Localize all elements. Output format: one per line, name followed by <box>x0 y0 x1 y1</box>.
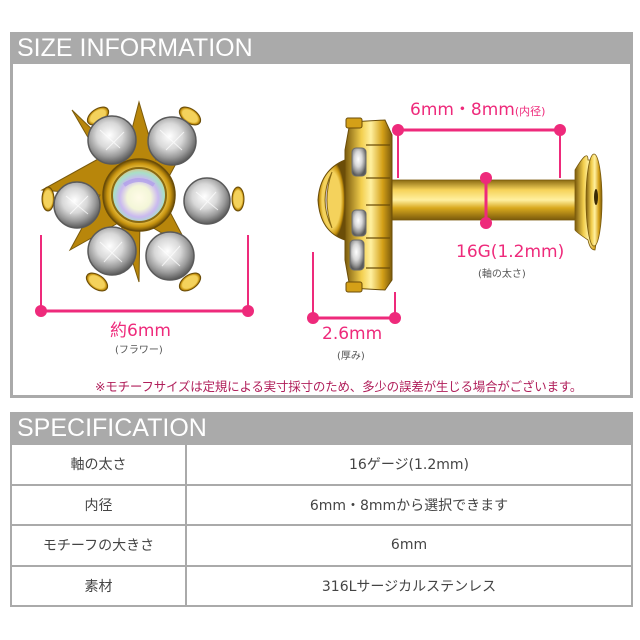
spec-label: 内径 <box>10 484 187 526</box>
spec-label: 素材 <box>10 565 187 607</box>
spec-label: 軸の太さ <box>10 444 187 486</box>
inner-length-dimension <box>392 124 566 178</box>
flower-width-dimension <box>35 235 254 317</box>
size-information-title: SIZE INFORMATION <box>17 34 253 62</box>
table-row: 素材 316Lサージカルステンレス <box>10 565 633 607</box>
gauge-label: 16G(1.2mm) <box>456 242 565 262</box>
thickness-sublabel: (厚み) <box>337 351 365 362</box>
inner-length-label: 6mm・8mm(内径) <box>410 95 545 120</box>
flower-front-view <box>40 100 245 292</box>
spec-value: 6mm・8mmから選択できます <box>185 484 633 526</box>
thickness-label: 2.6mm <box>322 324 383 344</box>
table-row: モチーフの大きさ 6mm <box>10 525 633 567</box>
table-row: 内径 6mm・8mmから選択できます <box>10 484 633 526</box>
inner-length-value: 6mm・8mm <box>410 100 515 120</box>
inner-length-suffix: (内径) <box>514 105 546 118</box>
measurement-note: ※モチーフサイズは定規による実寸採寸のため、多少の誤差が生じる場合がございます。 <box>95 379 583 394</box>
flower-width-sublabel: (フラワー) <box>115 345 163 356</box>
spec-label: モチーフの大きさ <box>10 525 187 567</box>
specification-table: 軸の太さ 16ゲージ(1.2mm) 内径 6mm・8mmから選択できます モチー… <box>10 444 633 607</box>
gauge-sublabel: (軸の太さ) <box>478 269 526 280</box>
spec-value: 6mm <box>185 525 633 567</box>
gauge-dimension <box>480 172 492 229</box>
thickness-dimension <box>307 252 401 324</box>
spec-value: 316Lサージカルステンレス <box>185 565 633 607</box>
table-row: 軸の太さ 16ゲージ(1.2mm) <box>10 444 633 486</box>
flower-width-label: 約6mm <box>110 321 171 341</box>
specification-header: SPECIFICATION <box>10 412 633 445</box>
size-information-header: SIZE INFORMATION <box>10 32 633 65</box>
specification-title: SPECIFICATION <box>17 414 207 442</box>
spec-value: 16ゲージ(1.2mm) <box>185 444 633 486</box>
